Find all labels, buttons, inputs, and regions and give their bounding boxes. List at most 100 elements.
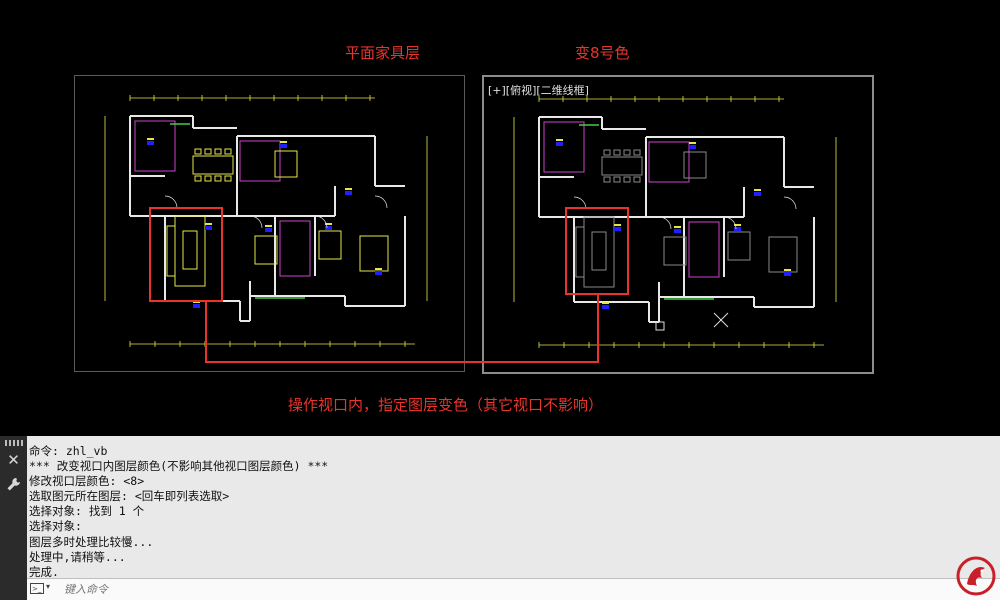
annotation-right-title: 变8号色 [575, 44, 630, 62]
dining-chair [214, 175, 222, 182]
room-outline [279, 220, 311, 277]
history-line: 修改视口层颜色: <8> [29, 474, 145, 489]
command-line-panel: ✕ 命令: zhl_vb*** 改变视口内图层颜色(不影响其他视口图层颜色) *… [0, 436, 1000, 600]
room-tag [734, 227, 741, 231]
room-tag-text [734, 224, 741, 226]
room-tag-text [280, 141, 287, 143]
ucs-icon [655, 312, 729, 331]
annotation-note: 操作视口内，指定图层变色（其它视口不影响） [288, 396, 604, 414]
dining-chair [633, 176, 641, 183]
dining-chair [603, 176, 611, 183]
command-line-sidebar: ✕ [0, 436, 27, 600]
dining-chair [194, 148, 202, 155]
room-outline [543, 121, 585, 173]
history-line: 命令: zhl_vb [29, 444, 108, 458]
room-outline [239, 140, 281, 182]
history-line: 选择对象: 找到 1 个 [29, 504, 145, 519]
dining-table [192, 155, 234, 175]
room-tag-text [754, 189, 761, 191]
door-swing [783, 196, 797, 210]
dining-chair [224, 175, 232, 182]
dining-chair [214, 148, 222, 155]
room-tag [754, 192, 761, 196]
dining-chair [194, 175, 202, 182]
dining-chair [204, 175, 212, 182]
bed [683, 151, 707, 179]
door-swing [723, 216, 737, 230]
command-history: 命令: zhl_vb*** 改变视口内图层颜色(不影响其他视口图层颜色) ***… [29, 444, 328, 580]
room-tag-text [556, 139, 563, 141]
room-tag-text [265, 225, 272, 227]
room-tag-text [345, 188, 352, 190]
room-outline [134, 120, 176, 172]
dining-chair [603, 149, 611, 156]
dining-chair [613, 176, 621, 183]
dining-chair [224, 148, 232, 155]
plan-group [104, 95, 428, 347]
room-tag [674, 229, 681, 233]
room-tag-text [602, 302, 609, 304]
room-tag [556, 142, 563, 146]
dining-table [601, 156, 643, 176]
room-tag [205, 226, 212, 230]
door-swing [374, 195, 388, 209]
bed [768, 236, 798, 273]
chevron-down-icon[interactable]: ▾ [46, 582, 51, 591]
room-tag-text [784, 269, 791, 271]
connector-line [205, 294, 599, 363]
bed [727, 231, 751, 261]
room-tag-text [614, 224, 621, 226]
door-swing [658, 216, 672, 230]
selection-box-right [565, 207, 629, 295]
room-tag [325, 226, 332, 230]
room-tag-text [375, 268, 382, 270]
floor-plan-left [104, 95, 428, 347]
room-tag-text [674, 226, 681, 228]
history-line: 图层多时处理比较慢... [29, 534, 154, 549]
plan-group [513, 96, 837, 348]
bed [274, 150, 298, 178]
room-outline [648, 141, 690, 183]
room-tag-text [325, 223, 332, 225]
sofa-back [166, 225, 176, 277]
dining-chair [204, 148, 212, 155]
dragon-logo [956, 556, 996, 596]
dining-chair [613, 149, 621, 156]
bed [663, 236, 687, 266]
history-line: 处理中,请稍等... [29, 549, 126, 564]
dining-chair [623, 149, 631, 156]
wrench-icon[interactable] [5, 476, 22, 493]
history-line: 完成. [29, 564, 59, 579]
command-prompt-icon[interactable]: >_ [30, 583, 44, 594]
command-input-bar[interactable]: >_ ▾ [27, 578, 1000, 600]
drawing-canvas[interactable]: 平面家具层 变8号色 操作视口内，指定图层变色（其它视口不影响） [+][俯视]… [0, 0, 1000, 436]
grip-handle[interactable] [5, 440, 23, 446]
annotation-left-title: 平面家具层 [345, 44, 421, 62]
dining-chair [633, 149, 641, 156]
door-swing [249, 215, 263, 229]
close-icon[interactable]: ✕ [7, 451, 20, 469]
selection-box-left [149, 207, 223, 302]
viewport-label[interactable]: [+][俯视][二维线框] [488, 84, 589, 97]
coffee-table [182, 230, 198, 270]
room-tag [689, 145, 696, 149]
room-outline [688, 221, 720, 278]
bed [318, 230, 342, 260]
history-line: *** 改变视口内图层颜色(不影响其他视口图层颜色) *** [29, 459, 329, 474]
annotation-overlay [149, 207, 729, 363]
room-tag [193, 304, 200, 308]
command-input[interactable] [64, 581, 934, 597]
bed [359, 235, 389, 272]
bed [254, 235, 278, 265]
room-tag [147, 141, 154, 145]
viewport-right[interactable]: [+][俯视][二维线框] [482, 75, 874, 374]
floor-plan-right [513, 96, 837, 348]
room-tag-text [147, 138, 154, 140]
room-tag [375, 271, 382, 275]
sofa-back [575, 226, 585, 278]
door-swing [314, 215, 328, 229]
room-tag-text [205, 223, 212, 225]
viewport-left[interactable] [74, 75, 465, 372]
room-tag [345, 191, 352, 195]
room-tag [614, 227, 621, 231]
